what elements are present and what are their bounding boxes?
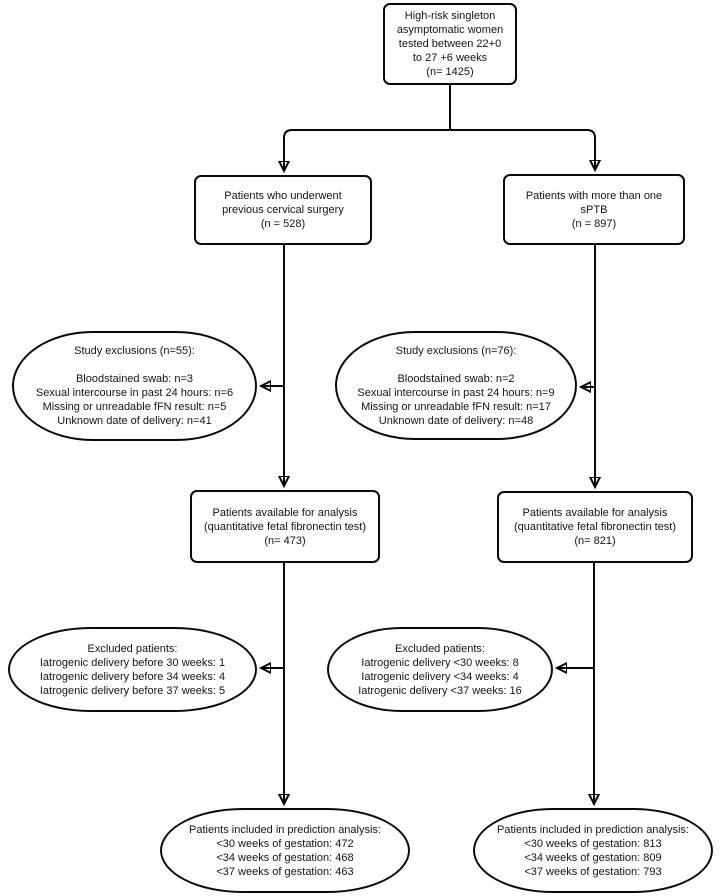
node-available-left: Patients available for analysis (quantit… <box>190 490 380 563</box>
node-cervical-surgery: Patients who underwent previous cervical… <box>194 175 372 245</box>
node-available-left-text: Patients available for analysis (quantit… <box>203 506 367 547</box>
node-excluded-right-text: Excluded patients: Iatrogenic delivery <… <box>358 642 522 697</box>
node-study-exclusions-right: Study exclusions (n=76): Bloodstained sw… <box>335 331 577 440</box>
node-excluded-left-text: Excluded patients: Iatrogenic delivery b… <box>39 642 226 697</box>
node-study-exclusions-left-text: Study exclusions (n=55): Bloodstained sw… <box>35 345 234 427</box>
connector-split-to-cervical-surgery <box>284 129 450 171</box>
node-study-exclusions-right-text: Study exclusions (n=76): Bloodstained sw… <box>357 344 555 427</box>
node-cervical-surgery-text: Patients who underwent previous cervical… <box>222 190 344 230</box>
node-multiple-sptb-text: Patients with more than one sPTB (n = 89… <box>525 189 663 230</box>
node-excluded-right: Excluded patients: Iatrogenic delivery <… <box>327 627 553 712</box>
node-included-right: Patients included in prediction analysis… <box>473 808 713 893</box>
node-included-left: Patients included in prediction analysis… <box>160 808 410 893</box>
connector-split-to-multiple-sptb <box>450 129 595 170</box>
node-study-exclusions-left: Study exclusions (n=55): Bloodstained sw… <box>12 331 257 441</box>
node-multiple-sptb: Patients with more than one sPTB (n = 89… <box>503 174 685 245</box>
node-included-right-text: Patients included in prediction analysis… <box>496 823 689 878</box>
node-available-right-text: Patients available for analysis (quantit… <box>513 507 677 547</box>
node-available-right: Patients available for analysis (quantit… <box>497 491 693 563</box>
node-excluded-left: Excluded patients: Iatrogenic delivery b… <box>8 627 257 712</box>
node-enrollment-text: High-risk singleton asymptomatic women t… <box>396 10 504 78</box>
node-enrollment: High-risk singleton asymptomatic women t… <box>383 3 517 85</box>
node-included-left-text: Patients included in prediction analysis… <box>188 823 381 878</box>
